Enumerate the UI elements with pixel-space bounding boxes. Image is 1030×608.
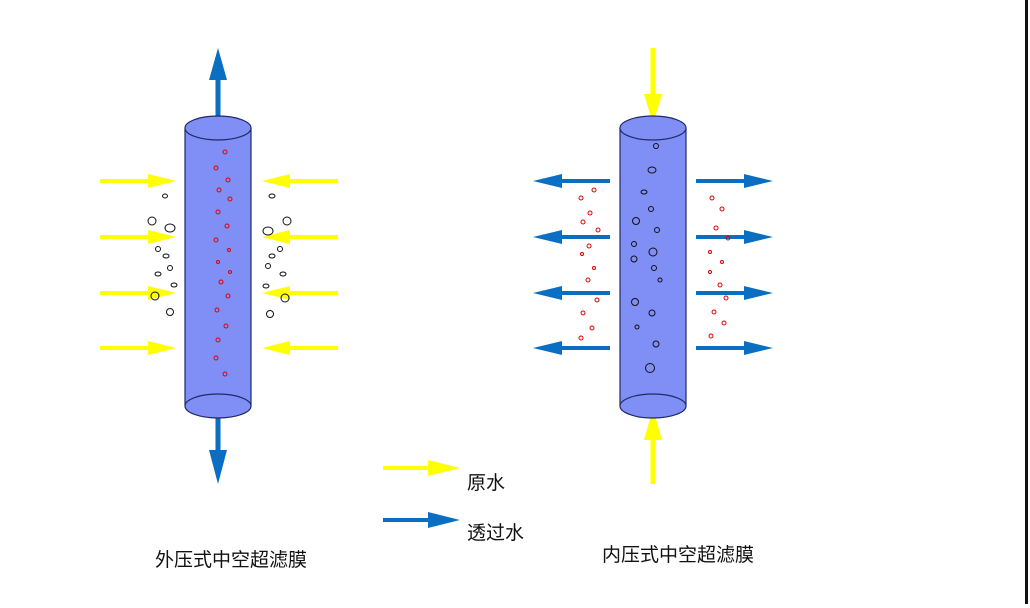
permeate-particles-left-tube — [213, 149, 233, 377]
inside-pressure-diagram — [533, 48, 773, 484]
legend-raw-water-arrow — [383, 460, 460, 476]
impurity-particles-right — [262, 193, 292, 318]
hollow-fiber-tube-left — [184, 115, 252, 419]
raw-water-arrows-left-in — [100, 174, 176, 355]
outside-pressure-diagram — [100, 48, 338, 484]
permeate-arrows-left-out — [533, 174, 610, 355]
legend — [383, 460, 460, 528]
legend-permeate-label: 透过水 — [467, 522, 525, 544]
hollow-fiber-tube-right — [619, 115, 687, 419]
legend-permeate-arrow — [383, 512, 460, 528]
raw-water-arrows-right-in — [262, 174, 338, 355]
permeate-arrows-right-out — [696, 174, 773, 355]
page-edge-line — [1025, 0, 1028, 604]
caption-inside-pressure: 内压式中空超滤膜 — [602, 544, 755, 566]
permeate-particles-outside-right — [708, 195, 731, 339]
legend-raw-water-label: 原水 — [467, 472, 506, 494]
permeate-particles-outside-left — [578, 187, 601, 341]
caption-outside-pressure: 外压式中空超滤膜 — [155, 549, 308, 571]
raw-water-arrow-down — [644, 48, 662, 124]
raw-water-arrow-up — [644, 408, 662, 484]
permeate-arrow-down — [209, 410, 227, 484]
permeate-arrow-up — [209, 48, 227, 126]
impurity-particles-inside-tube — [630, 143, 663, 373]
impurity-particles-left — [147, 193, 178, 316]
